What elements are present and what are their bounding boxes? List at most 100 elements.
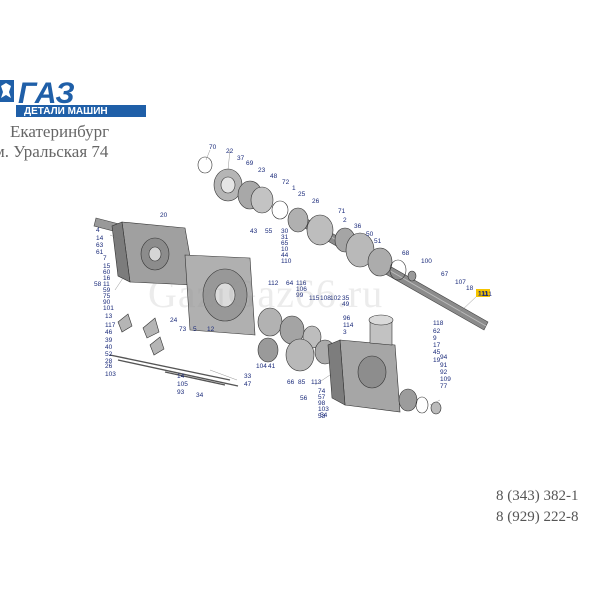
callout-99: 99: [296, 292, 304, 299]
middle-housing: [184, 254, 256, 336]
callout-101: 101: [103, 305, 114, 312]
callout-33: 33: [244, 373, 252, 380]
callout-58: 58: [94, 281, 102, 288]
callout-118: 118: [433, 320, 444, 327]
callout-14: 14: [96, 235, 104, 242]
callout-34: 34: [196, 392, 204, 399]
callout-93: 93: [177, 389, 185, 396]
callout-48: 48: [270, 173, 278, 180]
callout-28: 28: [105, 358, 113, 365]
callout-91: 91: [440, 362, 448, 369]
callout-4: 4: [96, 227, 100, 234]
callout-70: 70: [209, 144, 217, 151]
callout-66: 66: [287, 379, 295, 386]
callout-103: 103: [318, 406, 329, 413]
callout-46: 46: [105, 329, 113, 336]
callout-49: 49: [342, 301, 350, 308]
callout-37: 37: [237, 155, 245, 162]
callout-92: 92: [440, 369, 448, 376]
callout-23: 23: [258, 167, 266, 174]
callout-leaders: [109, 149, 479, 406]
city-name: Екатеринбург: [10, 122, 110, 141]
callout-57: 57: [318, 394, 326, 401]
callout-98: 98: [318, 400, 326, 407]
callout-116: 116: [296, 280, 307, 287]
shift-forks: [109, 313, 239, 387]
callout-44: 44: [281, 252, 289, 259]
logo-text: ГАЗ: [18, 78, 75, 110]
callout-65: 65: [281, 240, 289, 247]
callout-96: 96: [343, 315, 351, 322]
callout-19: 19: [433, 357, 441, 364]
callout-85: 85: [298, 379, 306, 386]
callout-11: 11: [103, 281, 110, 288]
callout-54: 54: [320, 412, 328, 419]
highlight-111-label: 111: [478, 291, 489, 298]
callout-20: 20: [160, 212, 168, 219]
callout-64: 64: [286, 280, 294, 287]
callout-15: 15: [103, 263, 111, 270]
output-flange: [398, 388, 442, 415]
callout-41: 41: [268, 363, 276, 370]
callout-25: 25: [298, 191, 306, 198]
countershaft-gears: [257, 307, 336, 372]
callout-63: 63: [96, 242, 104, 249]
highlight-111-box: [476, 289, 490, 297]
callout-7: 7: [103, 255, 107, 262]
callout-26: 26: [312, 198, 320, 205]
callout-5: 5: [193, 326, 197, 333]
callout-2: 2: [343, 217, 347, 224]
callout-17: 17: [433, 342, 441, 349]
callout-22: 22: [226, 148, 234, 155]
callout-31: 31: [281, 234, 289, 241]
callout-24: 24: [170, 317, 178, 324]
callout-62: 62: [433, 328, 441, 335]
callout-16: 16: [103, 275, 111, 282]
rear-housing: [327, 314, 401, 413]
address: м. Уральская 74: [0, 142, 109, 161]
callout-39: 39: [105, 337, 113, 344]
callout-53: 53: [318, 413, 326, 420]
callout-102: 102: [330, 295, 341, 302]
callout-50: 50: [366, 231, 374, 238]
callout-26: 26: [105, 363, 113, 370]
callout-61: 61: [96, 249, 104, 256]
callout-72: 72: [282, 179, 290, 186]
watermark: GaziGaz66.ru: [148, 271, 384, 316]
callout-12: 12: [207, 326, 215, 333]
callout-117: 117: [105, 322, 116, 329]
callout-60: 60: [103, 269, 111, 276]
callout-10: 10: [281, 246, 289, 253]
callout-1: 1: [292, 185, 296, 192]
callout-107: 107: [455, 279, 466, 286]
callout-30: 30: [281, 228, 289, 235]
callout-109: 109: [440, 376, 451, 383]
gear-stack-upper: [197, 156, 417, 282]
callout-45: 45: [433, 349, 441, 356]
callout-77: 77: [440, 383, 448, 390]
tagline: ДЕТАЛИ МАШИН: [24, 106, 108, 117]
callout-47: 47: [244, 381, 252, 388]
callout-94: 94: [440, 354, 448, 361]
callout-106: 106: [296, 286, 307, 293]
callout-103: 103: [105, 371, 116, 378]
callout-113: 113: [311, 379, 322, 386]
callout-35: 35: [342, 295, 350, 302]
callout-43: 43: [250, 228, 258, 235]
callout-67: 67: [441, 271, 449, 278]
callout-111: 111: [482, 291, 492, 298]
callout-73: 73: [179, 326, 187, 333]
callout-56: 56: [300, 395, 308, 402]
callout-108: 108: [320, 295, 331, 302]
callout-75: 75: [103, 293, 111, 300]
callout-114: 114: [343, 322, 354, 329]
callout-110: 110: [281, 258, 292, 265]
callout-13: 13: [105, 313, 113, 320]
callout-68: 68: [402, 250, 410, 257]
callout-90: 90: [103, 299, 111, 306]
callout-112: 112: [268, 280, 279, 287]
callout-52: 52: [105, 351, 113, 358]
callout-100: 100: [421, 258, 432, 265]
callout-104: 104: [256, 363, 267, 370]
